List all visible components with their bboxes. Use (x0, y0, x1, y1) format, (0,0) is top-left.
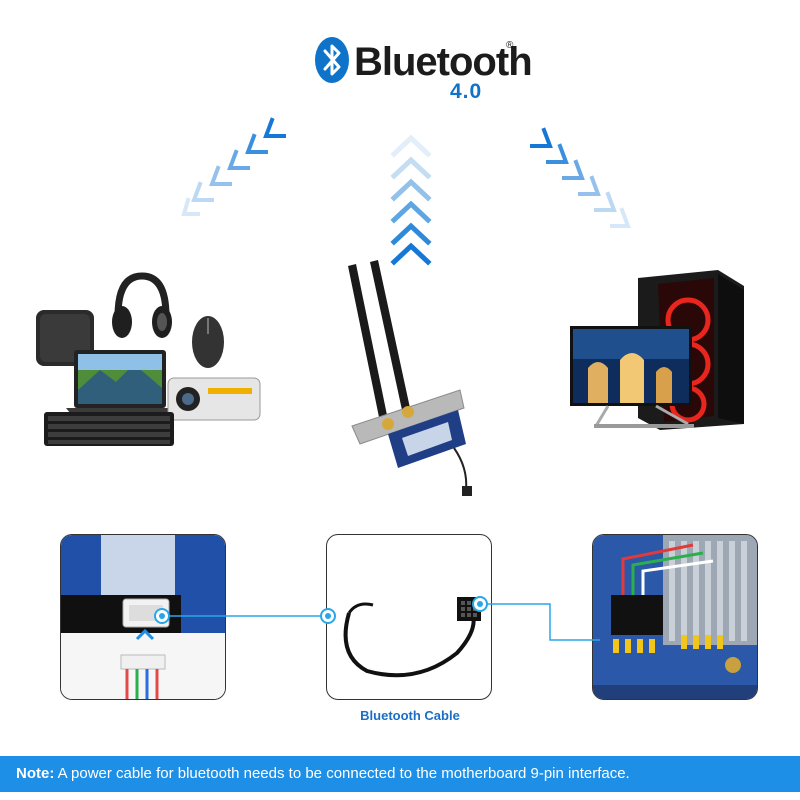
devices-illustration (36, 272, 261, 446)
connection-lines (154, 596, 600, 641)
motherboard-header-image (593, 535, 757, 699)
card-connector-image (61, 535, 225, 699)
link-dot-icon (320, 608, 336, 624)
note-label: Note: (16, 765, 55, 782)
monitor-image (570, 326, 694, 428)
chevron-down-right-icon (530, 127, 631, 228)
note-bar: Note: A power cable for bluetooth needs … (0, 756, 800, 792)
bluetooth-rune-icon (315, 37, 349, 83)
projector-image (167, 377, 261, 421)
chevron-down-left-icon (181, 117, 286, 216)
pcie-card-image (348, 260, 472, 496)
brand-word: Bluetooth (354, 40, 533, 84)
antenna-image (348, 260, 410, 422)
mouse-image (192, 316, 224, 368)
keyboard-image (44, 412, 174, 446)
headphones-image (112, 272, 172, 338)
panel-motherboard-header (592, 534, 758, 700)
cable-caption: Bluetooth Cable (360, 708, 460, 723)
laptop-image (66, 350, 176, 418)
note-text: A power cable for bluetooth needs to be … (57, 765, 630, 782)
desktop-pc-image (570, 270, 744, 430)
panel-card-connector (60, 534, 226, 700)
panel-bluetooth-cable (326, 534, 492, 700)
brand-version: 4.0 (450, 80, 483, 103)
link-dot-icon (154, 608, 170, 624)
bluetooth-logo: Bluetooth ® 4.0 (314, 34, 533, 106)
chevron-up-icon (390, 134, 432, 266)
link-dot-icon (472, 596, 488, 612)
brand-registered-mark: ® (506, 40, 514, 51)
